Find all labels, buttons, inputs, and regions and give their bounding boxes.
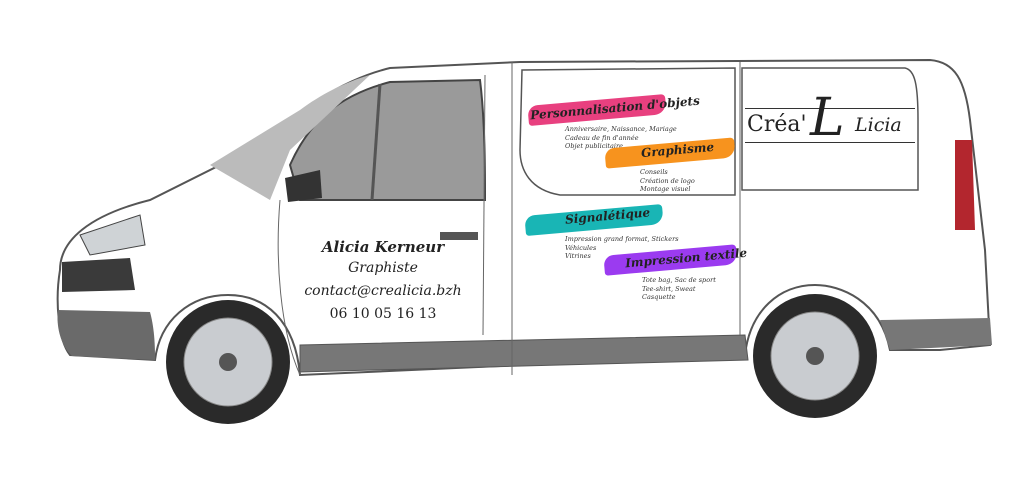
front-wheel bbox=[166, 300, 290, 424]
contact-name: Alicia Kerneur bbox=[321, 238, 445, 256]
rear-side-window bbox=[519, 67, 736, 196]
front-bumper bbox=[57, 310, 155, 360]
rear-wheel bbox=[753, 294, 877, 418]
contact-role: Graphiste bbox=[348, 260, 418, 276]
rear-quarter-window bbox=[741, 67, 919, 191]
grille bbox=[62, 258, 135, 292]
contact-phone: 06 10 05 16 13 bbox=[329, 306, 437, 322]
side-skirt bbox=[299, 334, 749, 373]
crealicia-logo: Créa' L Licia bbox=[745, 88, 915, 150]
logo-text-left: Créa' bbox=[747, 112, 807, 137]
headlight bbox=[79, 214, 146, 256]
logo-monogram: L bbox=[810, 88, 845, 148]
contact-email: contact@crealicia.bzh bbox=[304, 283, 462, 299]
logo-line bbox=[745, 142, 915, 143]
rear-bumper bbox=[880, 318, 992, 350]
windshield bbox=[210, 75, 370, 200]
side-mirror bbox=[285, 170, 322, 202]
taillight bbox=[955, 140, 975, 230]
door-handle bbox=[440, 232, 478, 240]
logo-line bbox=[745, 108, 915, 109]
logo-text-right: Licia bbox=[855, 114, 902, 136]
